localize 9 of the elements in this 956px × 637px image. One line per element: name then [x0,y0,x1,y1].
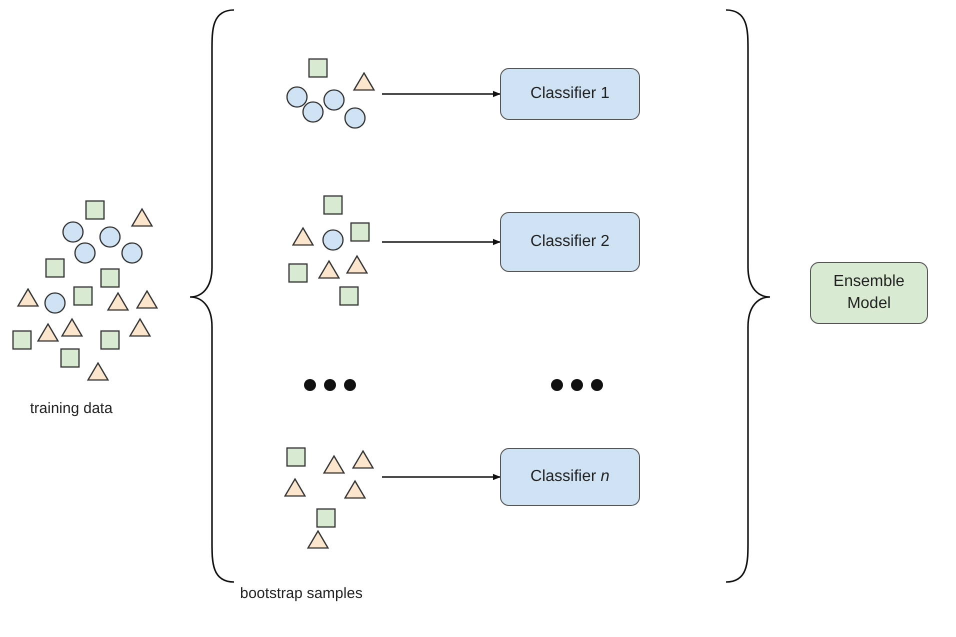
classifier-box: Classifier n [500,448,640,506]
classifier-box: Classifier 2 [500,212,640,272]
classifier-box: Classifier 1 [500,68,640,120]
arrow [382,474,501,480]
caption: training data [30,400,113,417]
arrow [382,238,501,246]
arrow [382,90,501,98]
caption: bootstrap samples [240,585,363,602]
ensemble-box: Ensemble Model [810,262,928,324]
